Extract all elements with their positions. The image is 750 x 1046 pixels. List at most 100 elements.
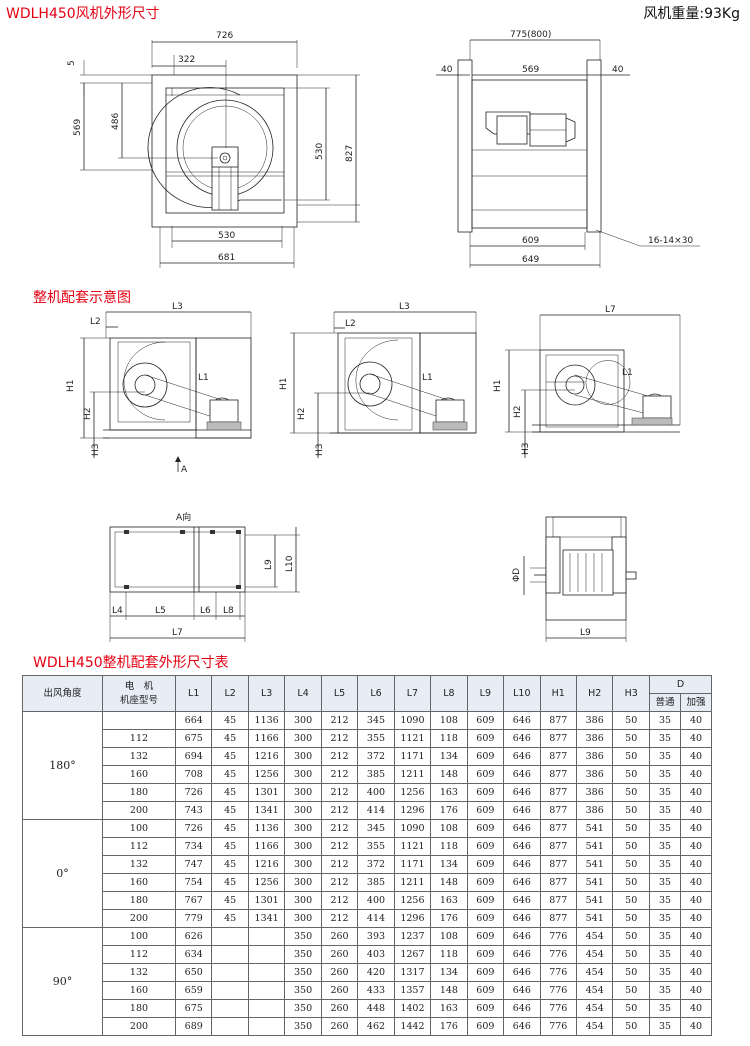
table-cell: 300: [284, 729, 322, 748]
assembly1-L3-label: L3: [172, 302, 183, 312]
table-cell: 1402: [393, 999, 432, 1018]
table-cell: 877: [539, 873, 577, 892]
table-cell: 118: [430, 729, 468, 748]
table-cell: 420: [357, 963, 395, 982]
table-cell: 35: [648, 981, 681, 1000]
table-cell: [102, 711, 176, 730]
table-cell: 35: [648, 1017, 681, 1036]
table-cell: 35: [648, 783, 681, 802]
table-cell: 1171: [393, 855, 432, 874]
header-col: L3: [247, 675, 286, 712]
dim-827: 827: [345, 145, 355, 162]
table-cell: 626: [174, 927, 213, 946]
dim-569-side: 569: [522, 65, 539, 75]
table-cell: 40: [679, 909, 713, 928]
table-cell: 40: [679, 891, 713, 910]
table-cell: 350: [284, 963, 322, 982]
view-A-arrow-label: A: [181, 465, 188, 475]
assembly1-H1-label: H1: [66, 380, 76, 393]
table-cell: 212: [320, 873, 359, 892]
assembly3-L7-label: L7: [605, 305, 616, 315]
table-cell: 300: [284, 711, 322, 730]
table-cell: 659: [174, 981, 213, 1000]
table-cell: 350: [284, 981, 322, 1000]
viewA-L6-label: L6: [200, 606, 211, 616]
endview-phiD-label: ΦD: [512, 568, 522, 582]
dim-726: 726: [216, 31, 233, 41]
table-cell: 300: [284, 855, 322, 874]
table-cell: 300: [284, 819, 322, 838]
header-col: H2: [575, 675, 614, 712]
table-cell: 454: [575, 981, 614, 1000]
table-cell: 350: [284, 927, 322, 946]
table-cell: 414: [357, 909, 395, 928]
table-cell: 50: [612, 837, 650, 856]
table-cell: 108: [430, 927, 468, 946]
table-cell: 40: [679, 945, 713, 964]
assembly2-L2-label: L2: [345, 319, 356, 329]
dim-40-right: 40: [612, 65, 624, 75]
table-cell: 877: [539, 837, 577, 856]
matching-title: 整机配套示意图: [33, 290, 131, 306]
table-cell: 776: [539, 999, 577, 1018]
table-cell: 1296: [393, 801, 432, 820]
table-cell: 40: [679, 783, 713, 802]
table-cell: 372: [357, 855, 395, 874]
table-cell: 40: [679, 999, 713, 1018]
table-cell: 462: [357, 1017, 395, 1036]
header-col: L10: [503, 675, 541, 712]
dim-530-vertical: 530: [315, 143, 325, 160]
table-cell: 45: [211, 855, 249, 874]
table-cell: 646: [503, 819, 541, 838]
table-cell: 646: [503, 927, 541, 946]
table-cell: 877: [539, 711, 577, 730]
table-cell: 454: [575, 963, 614, 982]
table-cell: 50: [612, 765, 650, 784]
table-cell: 400: [357, 891, 395, 910]
table-cell: [247, 945, 286, 964]
table-cell: 877: [539, 909, 577, 928]
table-cell: 148: [430, 981, 468, 1000]
table-cell: 743: [174, 801, 213, 820]
table-cell: 112: [102, 729, 176, 748]
table-cell: 877: [539, 855, 577, 874]
header-col: H1: [539, 675, 577, 712]
header-D: D: [648, 675, 713, 694]
dim-40-left: 40: [441, 65, 453, 75]
assembly-180-drawing: [80, 311, 252, 472]
view-A-title: A向: [176, 511, 191, 523]
angle-cell: 0°: [22, 819, 103, 928]
table-cell: 300: [284, 801, 322, 820]
table-cell: 609: [466, 1017, 505, 1036]
table-cell: 609: [466, 927, 505, 946]
table-cell: 35: [648, 873, 681, 892]
table-cell: 747: [174, 855, 213, 874]
table-cell: [211, 963, 249, 982]
viewA-L4-label: L4: [112, 606, 123, 616]
table-cell: [211, 999, 249, 1018]
assembly3-H3-label: H3: [521, 443, 531, 456]
table-cell: 345: [357, 819, 395, 838]
table-cell: 1301: [247, 891, 286, 910]
table-cell: 1256: [247, 765, 286, 784]
table-cell: 1341: [247, 909, 286, 928]
table-cell: 50: [612, 1017, 650, 1036]
table-cell: 212: [320, 783, 359, 802]
header-col: L5: [320, 675, 359, 712]
assembly1-L1-label: L1: [198, 373, 209, 383]
table-cell: 689: [174, 1017, 213, 1036]
table-cell: 1267: [393, 945, 432, 964]
table-cell: 609: [466, 801, 505, 820]
table-cell: 646: [503, 729, 541, 748]
table-cell: 776: [539, 1017, 577, 1036]
header-motor-top: 电 机: [124, 680, 154, 692]
table-cell: 877: [539, 891, 577, 910]
viewA-L7-label: L7: [172, 628, 183, 638]
header-col: L4: [284, 675, 322, 712]
table-cell: 1301: [247, 783, 286, 802]
table-cell: 779: [174, 909, 213, 928]
assembly2-L3-label: L3: [399, 302, 410, 312]
